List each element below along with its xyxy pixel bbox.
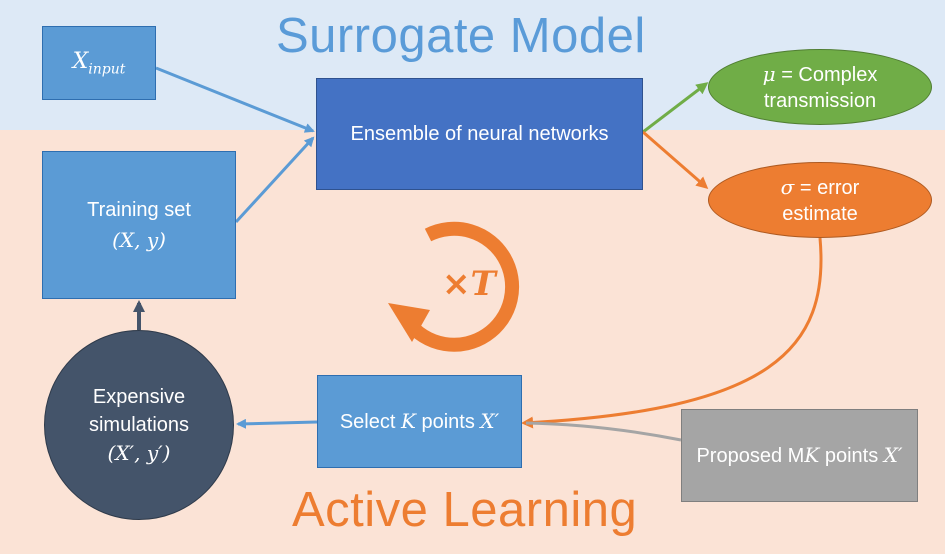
iteration-count-symbol: T <box>470 264 496 304</box>
sigma-output-ellipse: σ = error estimate <box>708 162 932 238</box>
arrow-ensemble-to-mu <box>642 82 709 134</box>
mu-equation: = Complex <box>775 63 878 86</box>
expensive-line2: simulations <box>88 414 190 436</box>
mu-symbol: μ <box>762 61 776 86</box>
training-set-math: (X, y) <box>112 228 166 252</box>
loop-arrow-icon <box>402 221 520 352</box>
arrow-xinput-to-ensemble <box>155 66 315 133</box>
mu-line2: transmission <box>763 89 877 112</box>
expensive-math: (X′, y′) <box>107 441 171 465</box>
proposed-x-prime: X′ <box>883 443 903 467</box>
training-set-label: Training set <box>87 199 191 221</box>
times-symbol: × <box>442 264 471 304</box>
select-k: K <box>400 409 416 433</box>
ensemble-label: Ensemble of neural networks <box>350 122 609 145</box>
arrow-select-to-expensive <box>236 418 318 429</box>
arrow-ensemble-to-sigma <box>642 130 709 189</box>
select-label-mid: points <box>415 411 481 433</box>
proposed-points-box: Proposed MK points X′ <box>681 409 918 502</box>
loop-arrow-head-icon <box>388 303 430 342</box>
arrow-training-to-ensemble <box>234 136 315 224</box>
proposed-label-mid: points <box>819 445 884 467</box>
arrow-sigma-to-select <box>521 237 823 429</box>
x-input-subscript: input <box>88 61 126 78</box>
select-x-prime: X′ <box>480 409 500 433</box>
expensive-simulations-circle: Expensive simulations (X′, y′) <box>44 330 234 520</box>
surrogate-model-title: Surrogate Model <box>276 9 646 63</box>
x-input-box: Xinput <box>42 26 156 100</box>
x-input-base: X <box>72 48 89 74</box>
training-set-box: Training set (X, y) <box>42 151 236 299</box>
proposed-k: K <box>804 443 820 467</box>
arrow-proposed-to-select <box>525 421 682 442</box>
select-points-box: Select K points X′ <box>317 375 522 468</box>
sigma-equation: = error <box>794 176 860 199</box>
ensemble-box: Ensemble of neural networks <box>316 78 643 190</box>
select-label-pre: Select <box>339 411 401 433</box>
mu-output-ellipse: μ = Complex transmission <box>708 49 932 125</box>
active-learning-title: Active Learning <box>292 483 638 537</box>
sigma-line2: estimate <box>782 202 858 225</box>
proposed-label-pre: Proposed M <box>696 445 805 467</box>
expensive-line1: Expensive <box>92 386 186 408</box>
sigma-symbol: σ <box>780 174 795 199</box>
iteration-label: ×T <box>442 264 496 304</box>
